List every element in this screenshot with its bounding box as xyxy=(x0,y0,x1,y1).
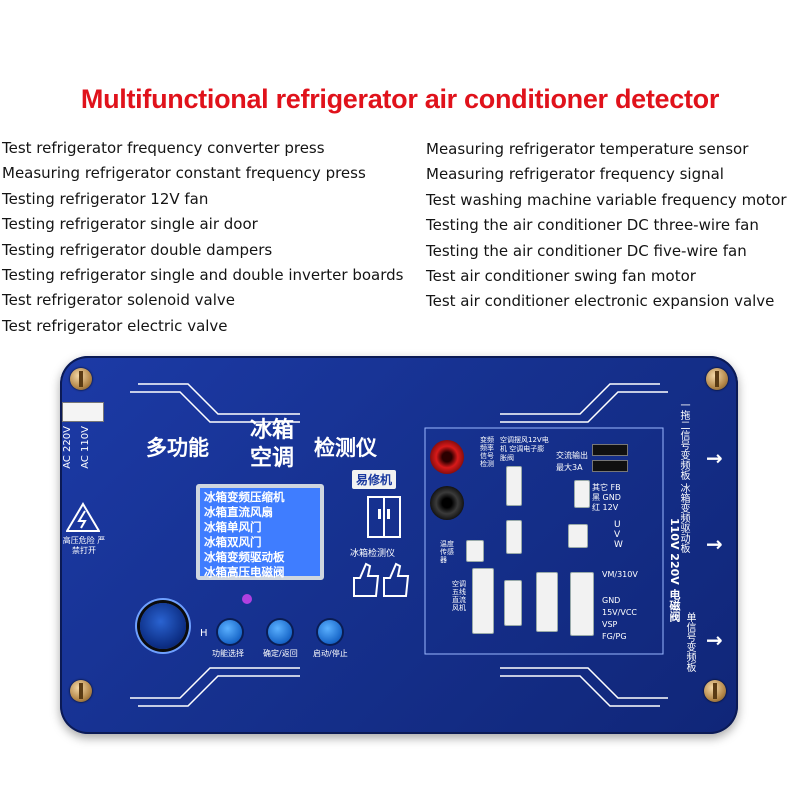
gnd-label: 黑 GND xyxy=(592,493,621,502)
logo-caption: 冰箱检测仪 xyxy=(350,549,396,559)
confirm-return-label: 确定/返回 xyxy=(263,649,298,658)
lcd-line: 冰箱直流风扇 xyxy=(204,505,273,519)
feature-item: Measuring refrigerator constant frequenc… xyxy=(2,164,366,183)
pin-vsp-label: VSP xyxy=(602,620,618,629)
lcd-line: 冰箱高压电磁阀 xyxy=(204,565,285,579)
pin-vcc-label: 15V/VCC xyxy=(602,608,637,617)
feature-item: Test refrigerator electric valve xyxy=(2,316,228,335)
fridge-logo-icon xyxy=(367,496,401,538)
arrow-right-icon: → xyxy=(706,532,723,556)
pin-gnd-label: GND xyxy=(602,596,621,605)
feature-item: Testing the air conditioner DC three-wir… xyxy=(426,216,759,235)
lcd-line: 冰箱变频压缩机 xyxy=(204,490,285,504)
high-voltage-warning-icon xyxy=(66,502,100,532)
feature-item: Testing the air conditioner DC five-wire… xyxy=(426,241,747,260)
feature-item: Testing refrigerator double dampers xyxy=(2,240,273,259)
feature-item: Test refrigerator frequency converter pr… xyxy=(2,139,325,157)
uvw-label: U V W xyxy=(614,520,623,550)
ac-max-label: 最大3A xyxy=(556,463,583,472)
screw-icon xyxy=(70,680,92,702)
feature-item: Test air conditioner swing fan motor xyxy=(426,266,696,285)
function-select-label: 功能选择 xyxy=(212,649,244,658)
fan-valve-label: 空调摆风12V电机 空调电子膨胀阀 xyxy=(500,436,549,462)
device-title-right: 检测仪 xyxy=(314,436,377,460)
temp-sensor-connector[interactable] xyxy=(466,540,484,562)
screw-icon xyxy=(706,368,728,390)
black-test-jack[interactable] xyxy=(430,486,464,520)
voltage-switch[interactable] xyxy=(62,402,104,422)
dc-fan-connector-2[interactable] xyxy=(504,580,522,626)
dc-fan-label: 空调五线直流风机 xyxy=(452,580,466,612)
brand-badge: 易修机 xyxy=(352,470,397,489)
feature-item: Testing refrigerator single air door xyxy=(2,215,258,234)
page-title: Multifunctional refrigerator air conditi… xyxy=(80,84,720,114)
feature-item: Testing refrigerator single and double i… xyxy=(2,265,404,284)
device-title-bottom: 空调 xyxy=(250,446,295,471)
red-test-jack[interactable] xyxy=(430,440,464,474)
voltage-110-label: AC 110V xyxy=(80,426,91,469)
arrow-right-icon: → xyxy=(706,446,723,470)
indicator-led xyxy=(242,594,252,604)
feature-item: Test washing machine variable frequency … xyxy=(426,190,787,209)
warning-label: 高压危险 严禁打开 xyxy=(62,536,106,555)
feature-item: Measuring refrigerator frequency signal xyxy=(426,165,724,184)
pin-fg-label: FG/PG xyxy=(602,632,627,641)
thumbs-up-icon xyxy=(353,562,410,597)
lcd-line: 冰箱变频驱动板 xyxy=(204,550,285,564)
dc-fan-connector-4[interactable] xyxy=(570,572,594,636)
function-select-button[interactable] xyxy=(218,620,242,644)
ac-output-label: 交流输出 xyxy=(556,451,588,460)
ac-output-socket[interactable] xyxy=(592,460,628,472)
lcd-display: 冰箱变频压缩机 冰箱直流风扇 冰箱单风门 冰箱双风门 冰箱变频驱动板 冰箱高压电… xyxy=(196,484,324,580)
right-bottom-label: 单信号变频板 xyxy=(684,612,695,672)
start-stop-button[interactable] xyxy=(318,620,342,644)
12v-label: 红 12V xyxy=(592,503,619,512)
fb-connector[interactable] xyxy=(574,480,590,508)
feature-list-right: Measuring refrigerator temperature senso… xyxy=(426,137,787,315)
freq-signal-label: 变频频率信号检测 xyxy=(480,436,494,468)
right-top-label: 一拖二信号变频板 冰箱变频驱动板 xyxy=(678,400,689,554)
device-title-left: 多功能 xyxy=(146,436,209,460)
signal-connector[interactable] xyxy=(506,520,522,554)
device-title-top: 冰箱 xyxy=(250,418,295,443)
screw-icon xyxy=(70,368,92,390)
lcd-line: 冰箱单风门 xyxy=(204,520,262,534)
screw-icon xyxy=(704,680,726,702)
fan-connector[interactable] xyxy=(506,466,522,506)
feature-item: Test refrigerator solenoid valve xyxy=(2,291,235,310)
detector-panel xyxy=(60,356,738,734)
dc-fan-connector[interactable] xyxy=(472,568,494,634)
vm-label: VM/310V xyxy=(602,570,638,579)
feature-item: Testing refrigerator 12V fan xyxy=(2,189,209,208)
right-mid-label: 110V 220V 电磁阀 xyxy=(668,518,681,622)
panel-frame-lines xyxy=(130,383,668,707)
voltage-220-label: AC 220V xyxy=(62,426,73,469)
feature-item: Measuring refrigerator temperature senso… xyxy=(426,140,749,158)
ac-output-socket[interactable] xyxy=(592,444,628,456)
feature-list-left: Test refrigerator frequency converter pr… xyxy=(2,136,403,339)
temp-sensor-label: 温度 传感器 xyxy=(440,540,454,564)
adjust-knob[interactable] xyxy=(140,603,186,649)
confirm-return-button[interactable] xyxy=(268,620,292,644)
knob-label: H xyxy=(200,628,208,639)
uvw-connector[interactable] xyxy=(568,524,588,548)
start-stop-label: 启动/停止 xyxy=(313,649,348,658)
feature-item: Test air conditioner electronic expansio… xyxy=(426,292,775,311)
lcd-line: 冰箱双风门 xyxy=(204,535,262,549)
fb-label: 其它 FB xyxy=(592,483,621,492)
dc-fan-connector-3[interactable] xyxy=(536,572,558,632)
arrow-right-icon: → xyxy=(706,628,723,652)
